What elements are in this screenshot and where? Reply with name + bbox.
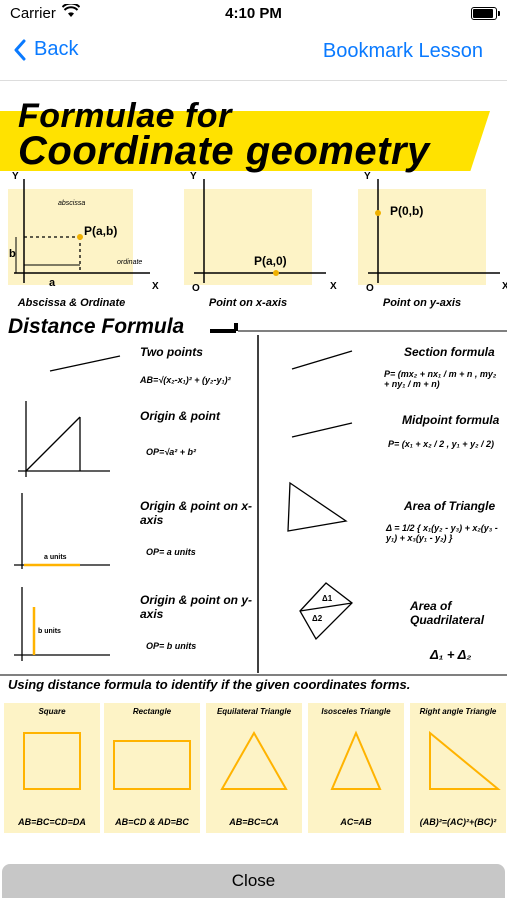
formula-area-triangle-expr: Δ = 1/2 { x₁(y₂ - y₃) + x₂(y₃ - y₁) + x₃… — [386, 523, 498, 543]
title-line-2: Coordinate geometry — [18, 129, 430, 173]
delta-2-label: Δ2 — [312, 614, 323, 623]
p-a0-label: P(a,0) — [254, 254, 287, 268]
panel-bg-3 — [358, 189, 486, 285]
shape-card-equilateral: Equilateral Triangle AB=BC=CA — [206, 703, 302, 833]
back-label: Back — [34, 38, 79, 60]
chevron-left-icon — [14, 39, 26, 60]
equilateral-diagram — [220, 730, 288, 790]
formula-midpoint-name: Midpoint formula — [402, 413, 500, 427]
origin-label-2: O — [192, 283, 200, 294]
bookmark-lesson-button[interactable]: Bookmark Lesson — [322, 40, 483, 62]
formula-origin-point-expr: OP=√a² + b² — [146, 447, 196, 457]
shape-right-angle-formula: (AB)²=(AC)²+(BC)² — [419, 817, 497, 827]
battery-icon — [471, 7, 500, 20]
p-0b-label: P(0,b) — [390, 204, 423, 218]
distance-formula-title: Distance Formula — [8, 315, 185, 338]
formula-origin-point-name: Origin & point — [140, 409, 220, 423]
formula-area-triangle-name: Area of Triangle — [404, 499, 496, 513]
shape-card-isosceles: Isosceles Triangle AC=AB — [308, 703, 404, 833]
caption-point-y-axis: Point on y-axis — [382, 297, 462, 309]
axis-x-label-1: X — [152, 281, 159, 292]
abscissa-label: abscissa — [58, 200, 85, 207]
formula-origin-y-axis-expr: OP= b units — [146, 641, 197, 651]
panel-bg-2 — [184, 189, 312, 285]
b-label: b — [9, 248, 16, 260]
status-bar: Carrier 4:10 PM — [0, 0, 507, 28]
shape-isosceles-name: Isosceles Triangle — [321, 707, 391, 716]
clock: 4:10 PM — [225, 5, 282, 22]
navigation-bar: Back Bookmark Lesson — [0, 28, 507, 81]
shape-isosceles-formula: AC=AB — [340, 817, 372, 827]
formula-origin-x-axis-expr: OP= a units — [146, 547, 196, 557]
delta-1-label: Δ1 — [322, 594, 333, 603]
axis-x-label-2: X — [330, 281, 337, 292]
formula-area-quadrilateral-expr: Δ₁ + Δ₂ — [430, 647, 472, 662]
shape-square-formula: AB=BC=CD=DA — [18, 817, 86, 827]
title-line-1: Formulae for — [18, 97, 232, 135]
square-diagram — [23, 732, 81, 790]
shape-right-angle-name: Right angle Triangle — [419, 707, 497, 716]
caption-abscissa-ordinate: Abscissa & Ordinate — [17, 297, 126, 309]
a-units-label: a units — [44, 554, 67, 561]
title-banner: Formulae for Coordinate geometry — [0, 97, 507, 188]
shape-equilateral-formula: AB=BC=CA — [229, 817, 279, 827]
caption-point-x-axis: Point on x-axis — [208, 297, 288, 309]
shape-card-right-angle: Right angle Triangle (AB)²=(AC)²+(BC)² — [410, 703, 506, 833]
shape-rectangle-name: Rectangle — [132, 707, 172, 716]
formula-midpoint-expr: P= (x₁ + x₂ / 2 , y₁ + y₂ / 2) — [388, 439, 495, 449]
top-diagrams: P(a,b) P(a,0) P(0,b) abscissa ordinate b… — [8, 171, 507, 294]
right-angle-diagram — [429, 730, 501, 790]
shape-rectangle-formula: AB=CD & AD=BC — [115, 817, 189, 827]
axis-x-label-3: X — [502, 281, 507, 292]
formula-two-points-name: Two points — [140, 345, 203, 359]
isosceles-diagram — [330, 730, 382, 790]
point-p-ab — [77, 234, 83, 240]
axis-y-label-1: Y — [12, 171, 19, 182]
shape-square-name: Square — [38, 707, 66, 716]
back-button[interactable]: Back — [14, 38, 78, 61]
formula-origin-y-axis-name: Origin & point on y-axis — [140, 593, 252, 621]
using-distance-title: Using distance formula to identify if th… — [8, 677, 411, 692]
point-p-a0 — [273, 270, 279, 276]
carrier-label: Carrier — [10, 5, 56, 22]
rectangle-diagram — [113, 740, 191, 790]
shape-equilateral-name: Equilateral Triangle — [216, 707, 292, 716]
p-ab-label: P(a,b) — [84, 224, 117, 238]
panel-bg-1 — [8, 189, 133, 285]
formula-section-expr: P= (mx₂ + nx₁ / m + n , my₂ + ny₁ / m + … — [384, 369, 497, 389]
shape-card-rectangle: Rectangle AB=CD & AD=BC — [104, 703, 200, 833]
point-p-0b — [375, 210, 381, 216]
formula-origin-x-axis-name: Origin & point on x-axis — [140, 499, 252, 527]
formula-section-name: Section formula — [404, 345, 495, 359]
formula-area-quadrilateral-name: Area of Quadrilateral — [410, 599, 485, 627]
lesson-sheet: Formulae for Coordinate geometry P(a,b) … — [0, 81, 507, 853]
a-label: a — [49, 277, 56, 289]
axis-y-label-3: Y — [364, 171, 371, 182]
title-stripe — [0, 111, 490, 171]
origin-label-3: O — [366, 283, 374, 294]
close-button[interactable]: Close — [2, 864, 505, 898]
b-units-label: b units — [38, 628, 61, 635]
axis-y-label-2: Y — [190, 171, 197, 182]
wifi-icon — [62, 4, 80, 17]
shape-card-square: Square AB=BC=CD=DA — [4, 703, 100, 833]
section-dividers: a units b units Δ1 Δ2 — [0, 323, 507, 676]
formula-two-points-expr: AB=√(x₂-x₁)² + (y₂-y₁)² — [140, 375, 231, 385]
ordinate-label: ordinate — [117, 259, 142, 266]
